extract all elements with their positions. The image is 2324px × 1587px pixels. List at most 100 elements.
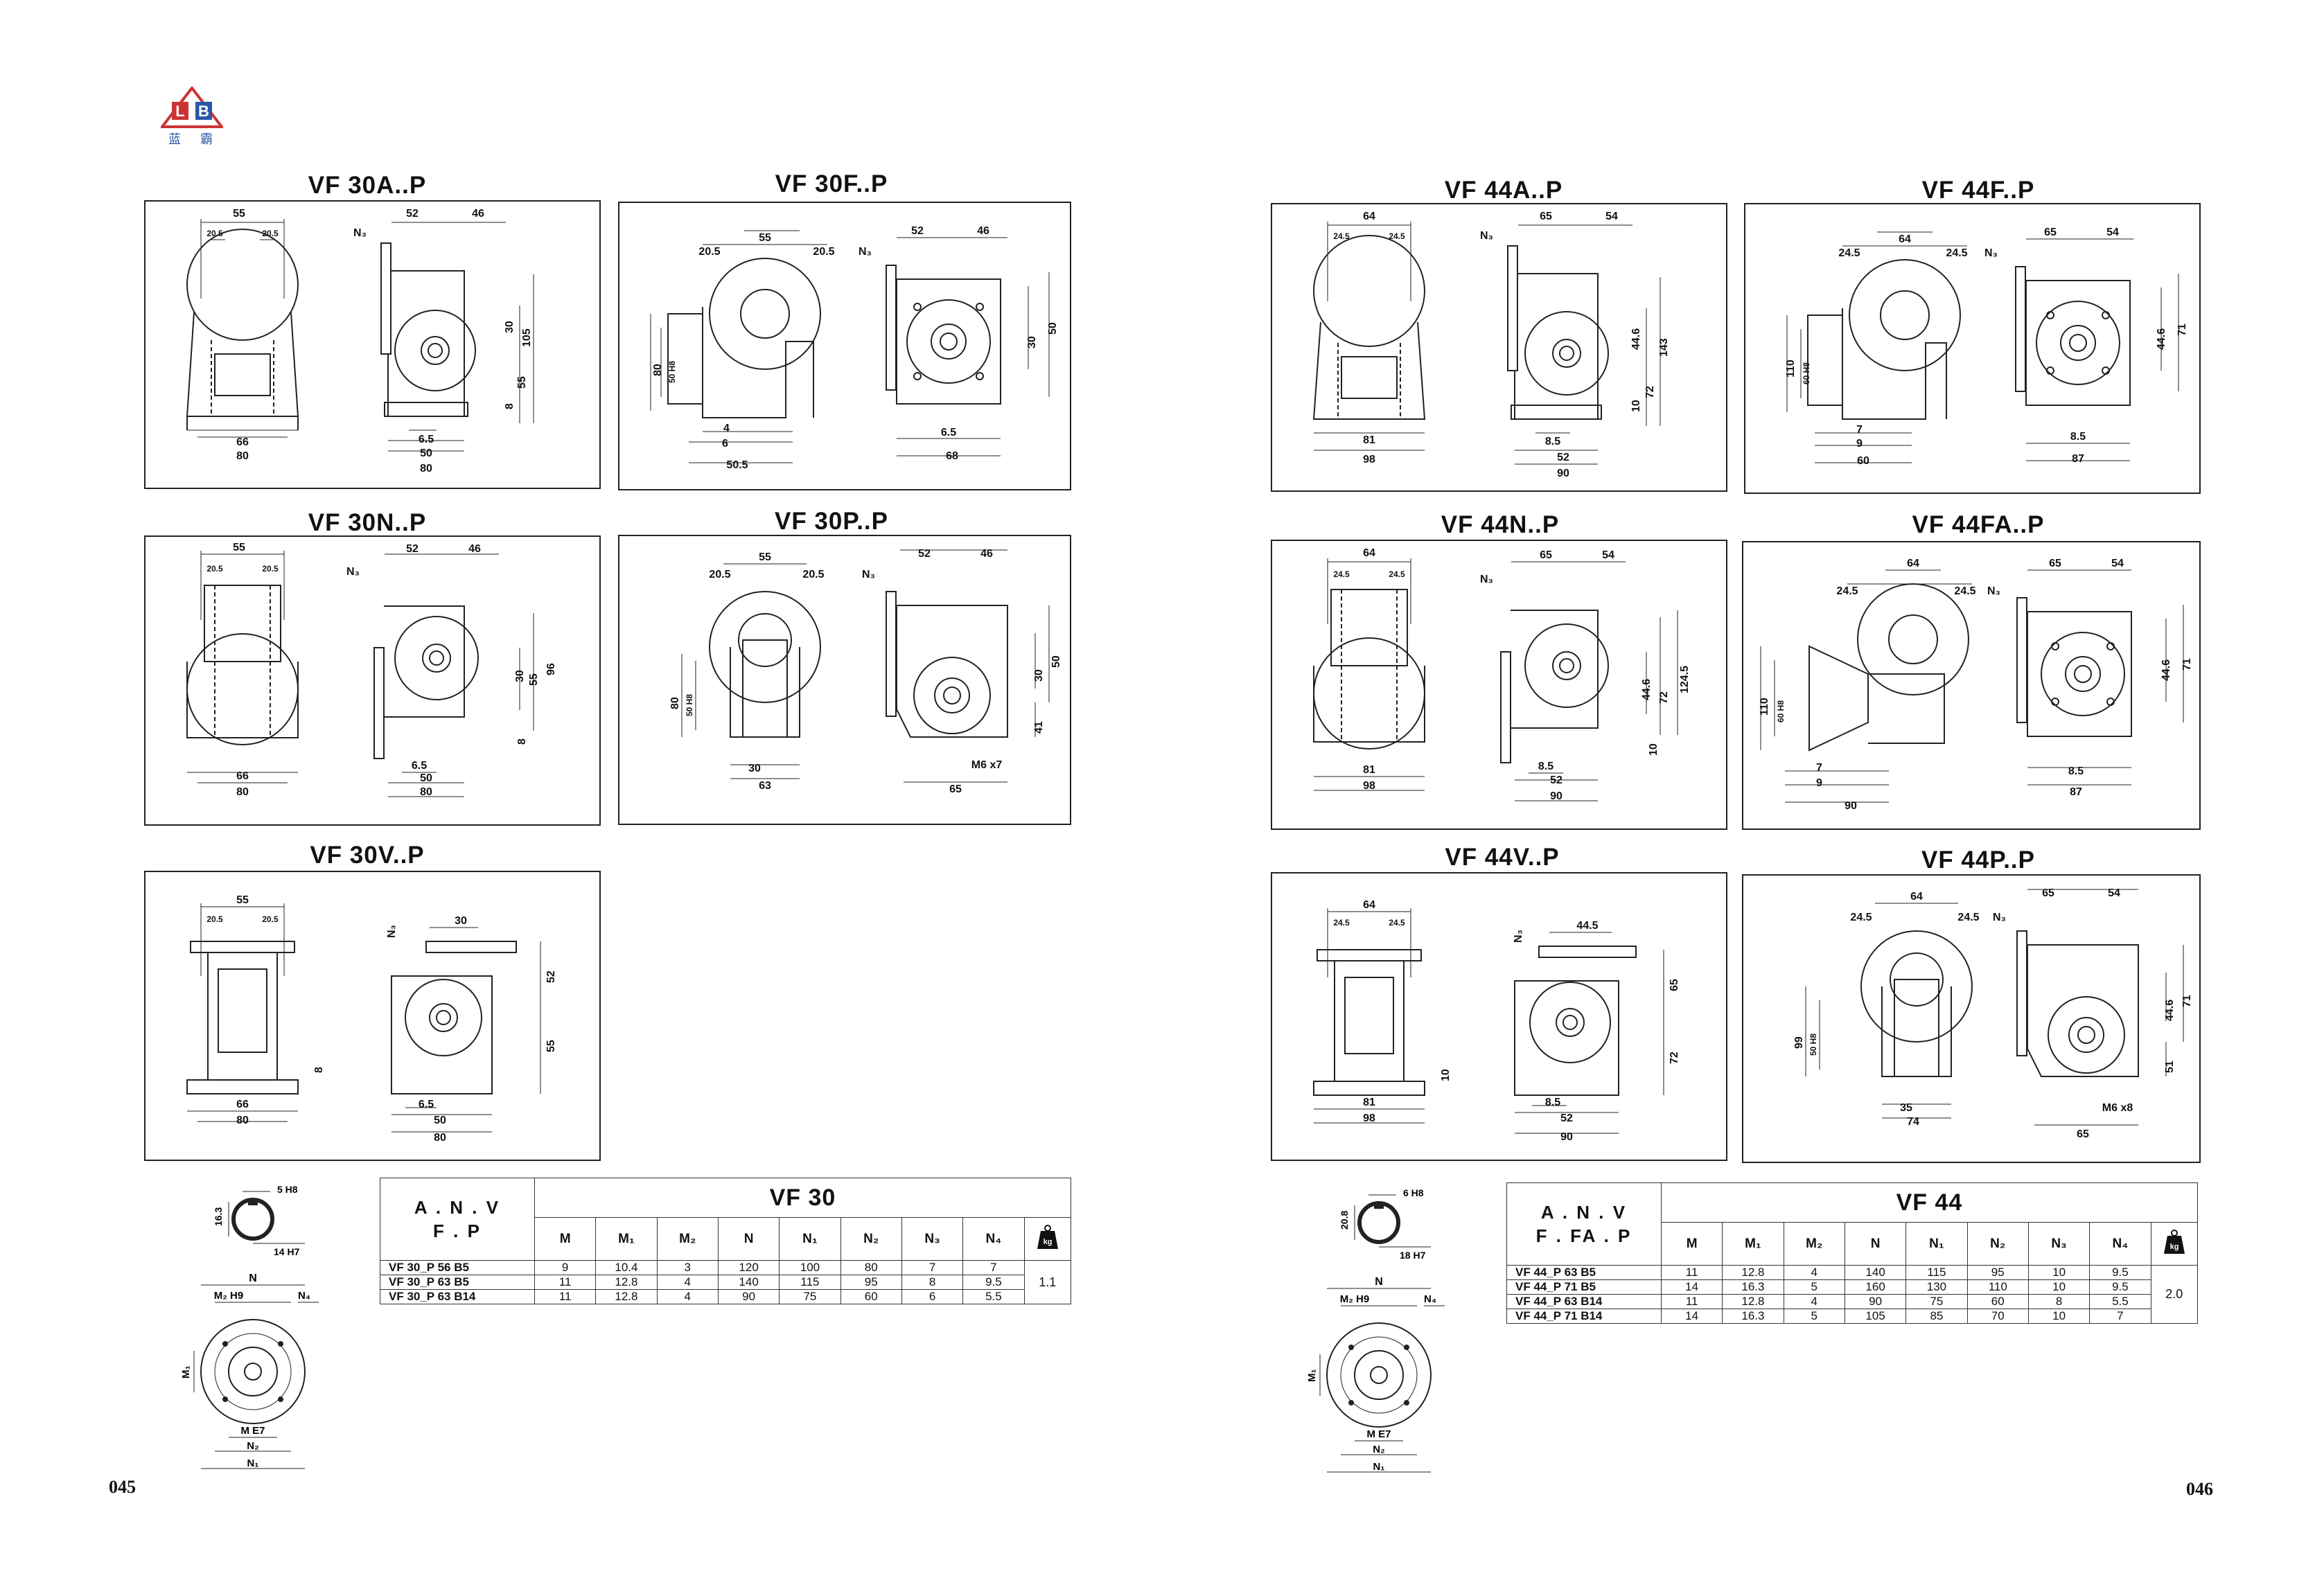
cell: 75	[779, 1289, 841, 1304]
vf44f-dim-r1: 65	[2044, 227, 2057, 238]
vf44a-dim-r1: 65	[1540, 211, 1552, 222]
vf30f-dim-b4: 6.5	[941, 427, 956, 438]
cell: 5	[1783, 1279, 1845, 1295]
vf30-col-n: N	[717, 1217, 780, 1261]
vf44fa-dim-n3: N₃	[1987, 585, 2000, 597]
vf30-header-a: A . N . V	[414, 1197, 501, 1218]
cell: 6	[901, 1289, 964, 1304]
cell: 5.5	[2089, 1294, 2151, 1309]
cell: 140	[1844, 1265, 1907, 1280]
table-row: VF 44_P 71 B14 14 16.3 5 105 85 70 10 7	[1506, 1309, 2198, 1324]
vf44a-dim-n3: N₃	[1480, 230, 1493, 242]
vf30-col-n1: N₁	[779, 1217, 841, 1261]
shaft30-dim-a: 5 H8	[277, 1184, 298, 1195]
table-row: VF 44_P 63 B14 11 12.8 4 90 75 60 8 5.5	[1506, 1294, 2198, 1309]
vf30v-drawing: 55 20.5 20.5 N₃ 30 52 55 8 66 80 6.5 50 …	[186, 894, 557, 1144]
vf30-col-weight: kg	[1023, 1217, 1072, 1261]
cell: 12.8	[1722, 1294, 1784, 1309]
vf44fa-dim-b1: 7	[1816, 762, 1822, 774]
vf30a-dim-top: 55	[233, 208, 245, 220]
vf44-col-n2: N₂	[1966, 1222, 2029, 1266]
vf44n-dim-sub1: 24.5	[1333, 569, 1350, 579]
vf44fa-dim-r1: 65	[2049, 558, 2061, 569]
flange44-n2: N₂	[1373, 1444, 1385, 1455]
vf44a-dim-r2: 54	[1605, 211, 1618, 222]
vf44fa-dim-b3: 90	[1845, 800, 1857, 812]
vf30n-dim-v3: 96	[545, 663, 557, 675]
cell: 90	[1844, 1294, 1907, 1309]
vf44-col-m1: M₁	[1722, 1222, 1784, 1266]
vf30f-dim-v2: 50	[1047, 322, 1059, 335]
vf44-header-a: A . N . V	[1540, 1202, 1628, 1223]
vf30a-dim-v3: 55	[516, 376, 528, 389]
cell: 120	[717, 1260, 780, 1275]
cell: 115	[1905, 1265, 1968, 1280]
vf30v-dim-n3: N₃	[386, 925, 398, 938]
vf30f-dim-b1: 4	[723, 423, 730, 434]
vf30n-drawing: 55 20.5 20.5 N₃ 52 46 30 55 96 8 66 80 6…	[186, 542, 557, 798]
drawing-vf44a: 64 24.5 24.5 N₃ 65 54 44.6 143 72 10 81 …	[1271, 203, 1727, 492]
flange-detail-vf30: N M₂ H9 N₄ M₁ M E7 N₂ N₁	[177, 1268, 336, 1475]
vf44p-drawing: 64 24.5 24.5 N₃ 65 54 44.6 71 51 99 50 H…	[1793, 887, 2193, 1140]
vf44f-dim-sub1: 24.5	[1838, 247, 1860, 259]
shaft30-dim-c: 14 H7	[274, 1246, 300, 1257]
vf44-group-header: A . N . V F . FA . P	[1506, 1182, 1662, 1266]
vf44fa-dim-v2: 71	[2181, 658, 2193, 671]
title-vf30f: VF 30F..P	[775, 170, 888, 197]
vf30f-dim-h2: 50 H8	[667, 361, 677, 383]
cell: 4	[1783, 1294, 1845, 1309]
table-row: VF 30_P 56 B5 9 10.4 3 120 100 80 7 7 1.…	[380, 1260, 1072, 1304]
vf30-kg-label: kg	[1043, 1238, 1052, 1246]
flange30-m2: M₂ H9	[214, 1290, 244, 1302]
vf30a-dim-b1: 66	[236, 436, 249, 448]
vf30p-dim-v3: 41	[1033, 721, 1045, 734]
vf30v-dim-r1: 30	[455, 915, 467, 927]
flange44-m1: M₁	[1306, 1369, 1318, 1382]
vf30n-dim-sub1: 20.5	[206, 564, 223, 574]
vf44a-dim-b4: 52	[1557, 452, 1569, 463]
cell: 60	[840, 1289, 902, 1304]
shaft44-dim-a: 6 H8	[1403, 1187, 1424, 1198]
table-row: VF 30_P 63 B14 11 12.8 4 90 75 60 6 5.5	[380, 1289, 1071, 1304]
vf30v-dim-b1: 66	[236, 1099, 249, 1110]
table-row: VF 44_P 71 B5 14 16.3 5 160 130 110 10 9…	[1506, 1279, 2198, 1295]
cell: 115	[779, 1275, 841, 1290]
vf30-col-m2: M₂	[656, 1217, 719, 1261]
cell: 5.5	[962, 1289, 1025, 1304]
title-vf44f: VF 44F..P	[1921, 177, 2035, 204]
vf30v-dim-v3: 8	[313, 1067, 325, 1073]
vf30n-dim-b3: 6.5	[412, 760, 427, 772]
cell: 160	[1844, 1279, 1907, 1295]
cell: 80	[840, 1260, 902, 1275]
vf44n-dim-v3: 124.5	[1679, 666, 1691, 693]
vf44n-dim-v4: 10	[1648, 743, 1660, 756]
vf30p-dim-b2: 63	[759, 780, 771, 792]
table-row: VF 30_P 63 B5 11 12.8 4 140 115 95 8 9.5	[380, 1275, 1071, 1290]
vf44n-dim-sub2: 24.5	[1389, 569, 1405, 579]
title-vf30a: VF 30A..P	[308, 172, 427, 199]
vf44fa-dim-v1: 44.6	[2160, 659, 2172, 681]
vf44p-dim-n3: N₃	[1993, 912, 2006, 923]
vf30-col-m: M	[534, 1217, 597, 1261]
vf44n-dim-b5: 90	[1550, 790, 1562, 802]
vf44p-dim-b2: 74	[1907, 1116, 1919, 1128]
vf30v-dim-b3: 6.5	[419, 1099, 434, 1110]
cell: 7	[2089, 1309, 2151, 1324]
vf30f-dim-r2: 46	[977, 225, 989, 237]
vf44n-dim-b1: 81	[1363, 764, 1375, 776]
vf30a-dim-b5: 80	[420, 463, 432, 475]
flange44-n: N	[1375, 1276, 1383, 1288]
vf44v-dim-b5: 90	[1560, 1131, 1573, 1143]
vf44n-drawing: 64 24.5 24.5 N₃ 65 54 44.6 72 124.5 10 8…	[1313, 547, 1691, 802]
cell: 14	[1660, 1309, 1723, 1324]
cell: 14	[1660, 1279, 1723, 1295]
vf44v-dim-v1: 65	[1669, 979, 1680, 991]
cell: 110	[1966, 1279, 2029, 1295]
cell: 95	[840, 1275, 902, 1290]
cell: 9.5	[962, 1275, 1025, 1290]
vf44a-dim-b3: 8.5	[1545, 436, 1560, 447]
vf30n-dim-b1: 66	[236, 770, 249, 782]
vf44f-dim-h1: 110	[1785, 360, 1797, 378]
vf44-col-n1: N₁	[1905, 1222, 1968, 1266]
vf44f-dim-n3: N₃	[1984, 247, 1998, 259]
